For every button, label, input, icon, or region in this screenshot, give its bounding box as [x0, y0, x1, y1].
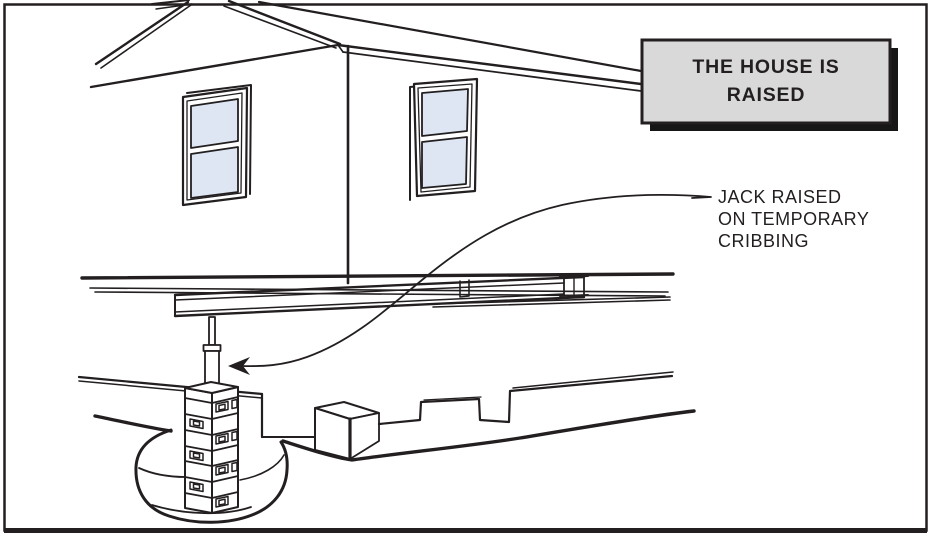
crib-layer-line [184, 475, 239, 483]
hole-inner-ledge-left [138, 467, 187, 478]
plank-end [189, 418, 204, 430]
hole-inner-ledge-right [239, 454, 285, 481]
plank-end [189, 450, 204, 462]
excavation-hole-outline [134, 428, 289, 524]
ibeam-top-flange [173, 275, 586, 297]
callout-panel [640, 38, 892, 125]
ibeam-end-cap [559, 275, 589, 278]
roof-lines [89, 0, 643, 285]
plank-end-hole [218, 466, 226, 474]
wall-top-depth-line [512, 371, 674, 389]
callout-line-2: RAISED [727, 84, 805, 106]
pier-block-side [349, 412, 380, 460]
arrow-head-icon [228, 357, 250, 375]
notch-block-depth-line [423, 396, 482, 401]
plank-end-partial [231, 461, 238, 473]
jack-label-line-2: ON TEMPORARY [718, 209, 869, 229]
plank-end-hole [218, 435, 226, 443]
right-ridge-line [257, 0, 643, 73]
plank-end [215, 432, 229, 445]
right-window [409, 77, 479, 201]
plank-end-hole [192, 452, 201, 459]
crib-layer-line [184, 459, 239, 467]
ibeam-top-flange-inner [174, 282, 565, 301]
plank-end-hole [192, 483, 201, 490]
floor-edge-top [80, 272, 675, 280]
callout-box: THE HOUSE IS RAISED [640, 38, 898, 131]
floor-and-beam [80, 272, 675, 318]
plank-end [215, 463, 229, 476]
figure-frame [3, 3, 928, 533]
window-depth-line [186, 84, 252, 195]
foundation-and-ground [77, 371, 696, 524]
plank-end-hole [218, 498, 226, 506]
joist-end [459, 279, 470, 298]
callout-title: THE HOUSE IS RAISED [692, 56, 839, 106]
leader-line [241, 193, 712, 368]
notched-wall-top [377, 374, 674, 426]
plank-end [215, 495, 229, 508]
front-hip-edge-inner [223, 5, 337, 49]
jack-label: JACK RAISED ON TEMPORARY CRIBBING [718, 187, 869, 251]
jack-cylinder [204, 350, 220, 385]
ground-line-right [281, 409, 696, 462]
fascia-corner [337, 44, 344, 53]
crib-layer-line [184, 412, 239, 420]
diagram-lines [77, 0, 712, 524]
plank-end [189, 481, 204, 493]
front-hip-edge [227, 0, 342, 46]
rear-beam-line [432, 299, 671, 308]
ground-line-left [93, 414, 173, 433]
left-window [181, 84, 252, 207]
crib-top-face [184, 381, 239, 394]
hole-inner-bottom [151, 504, 252, 515]
plank-end [215, 400, 229, 413]
crib-plank-ends [189, 398, 238, 508]
cribbing-stack [184, 381, 239, 514]
callout-line-1: THE HOUSE IS [692, 56, 839, 78]
sill-band-line [89, 287, 669, 293]
window-sash-frame [186, 92, 243, 201]
jack [202, 316, 222, 385]
plank-end-hole [192, 420, 201, 427]
ibeam-bottom-flange [173, 295, 586, 318]
window-sash-frame [417, 83, 473, 193]
right-fascia-top [336, 43, 643, 86]
left-hip-edge [94, 0, 190, 66]
left-eave-line [89, 43, 340, 89]
window-glass-lower [190, 146, 239, 199]
ibeam-bottom-flange-inner [174, 293, 565, 313]
jack-rod [208, 316, 216, 346]
crib-layer-line [184, 428, 239, 436]
window-glass-upper [190, 98, 239, 149]
window-glass-lower [421, 136, 468, 189]
right-fascia-bottom [342, 51, 642, 92]
crib-layer-line [184, 396, 239, 404]
crib-layer-line [184, 444, 239, 452]
jack-label-line-3: CRIBBING [718, 231, 809, 251]
crib-layer-line [184, 491, 239, 499]
plank-end-partial [231, 430, 238, 442]
left-hip-edge-inner [100, 4, 192, 69]
window-glass-upper [421, 88, 469, 137]
jack-label-line-1: JACK RAISED [718, 187, 842, 207]
plank-end-partial [231, 398, 238, 410]
plank-end-hole [218, 403, 226, 411]
